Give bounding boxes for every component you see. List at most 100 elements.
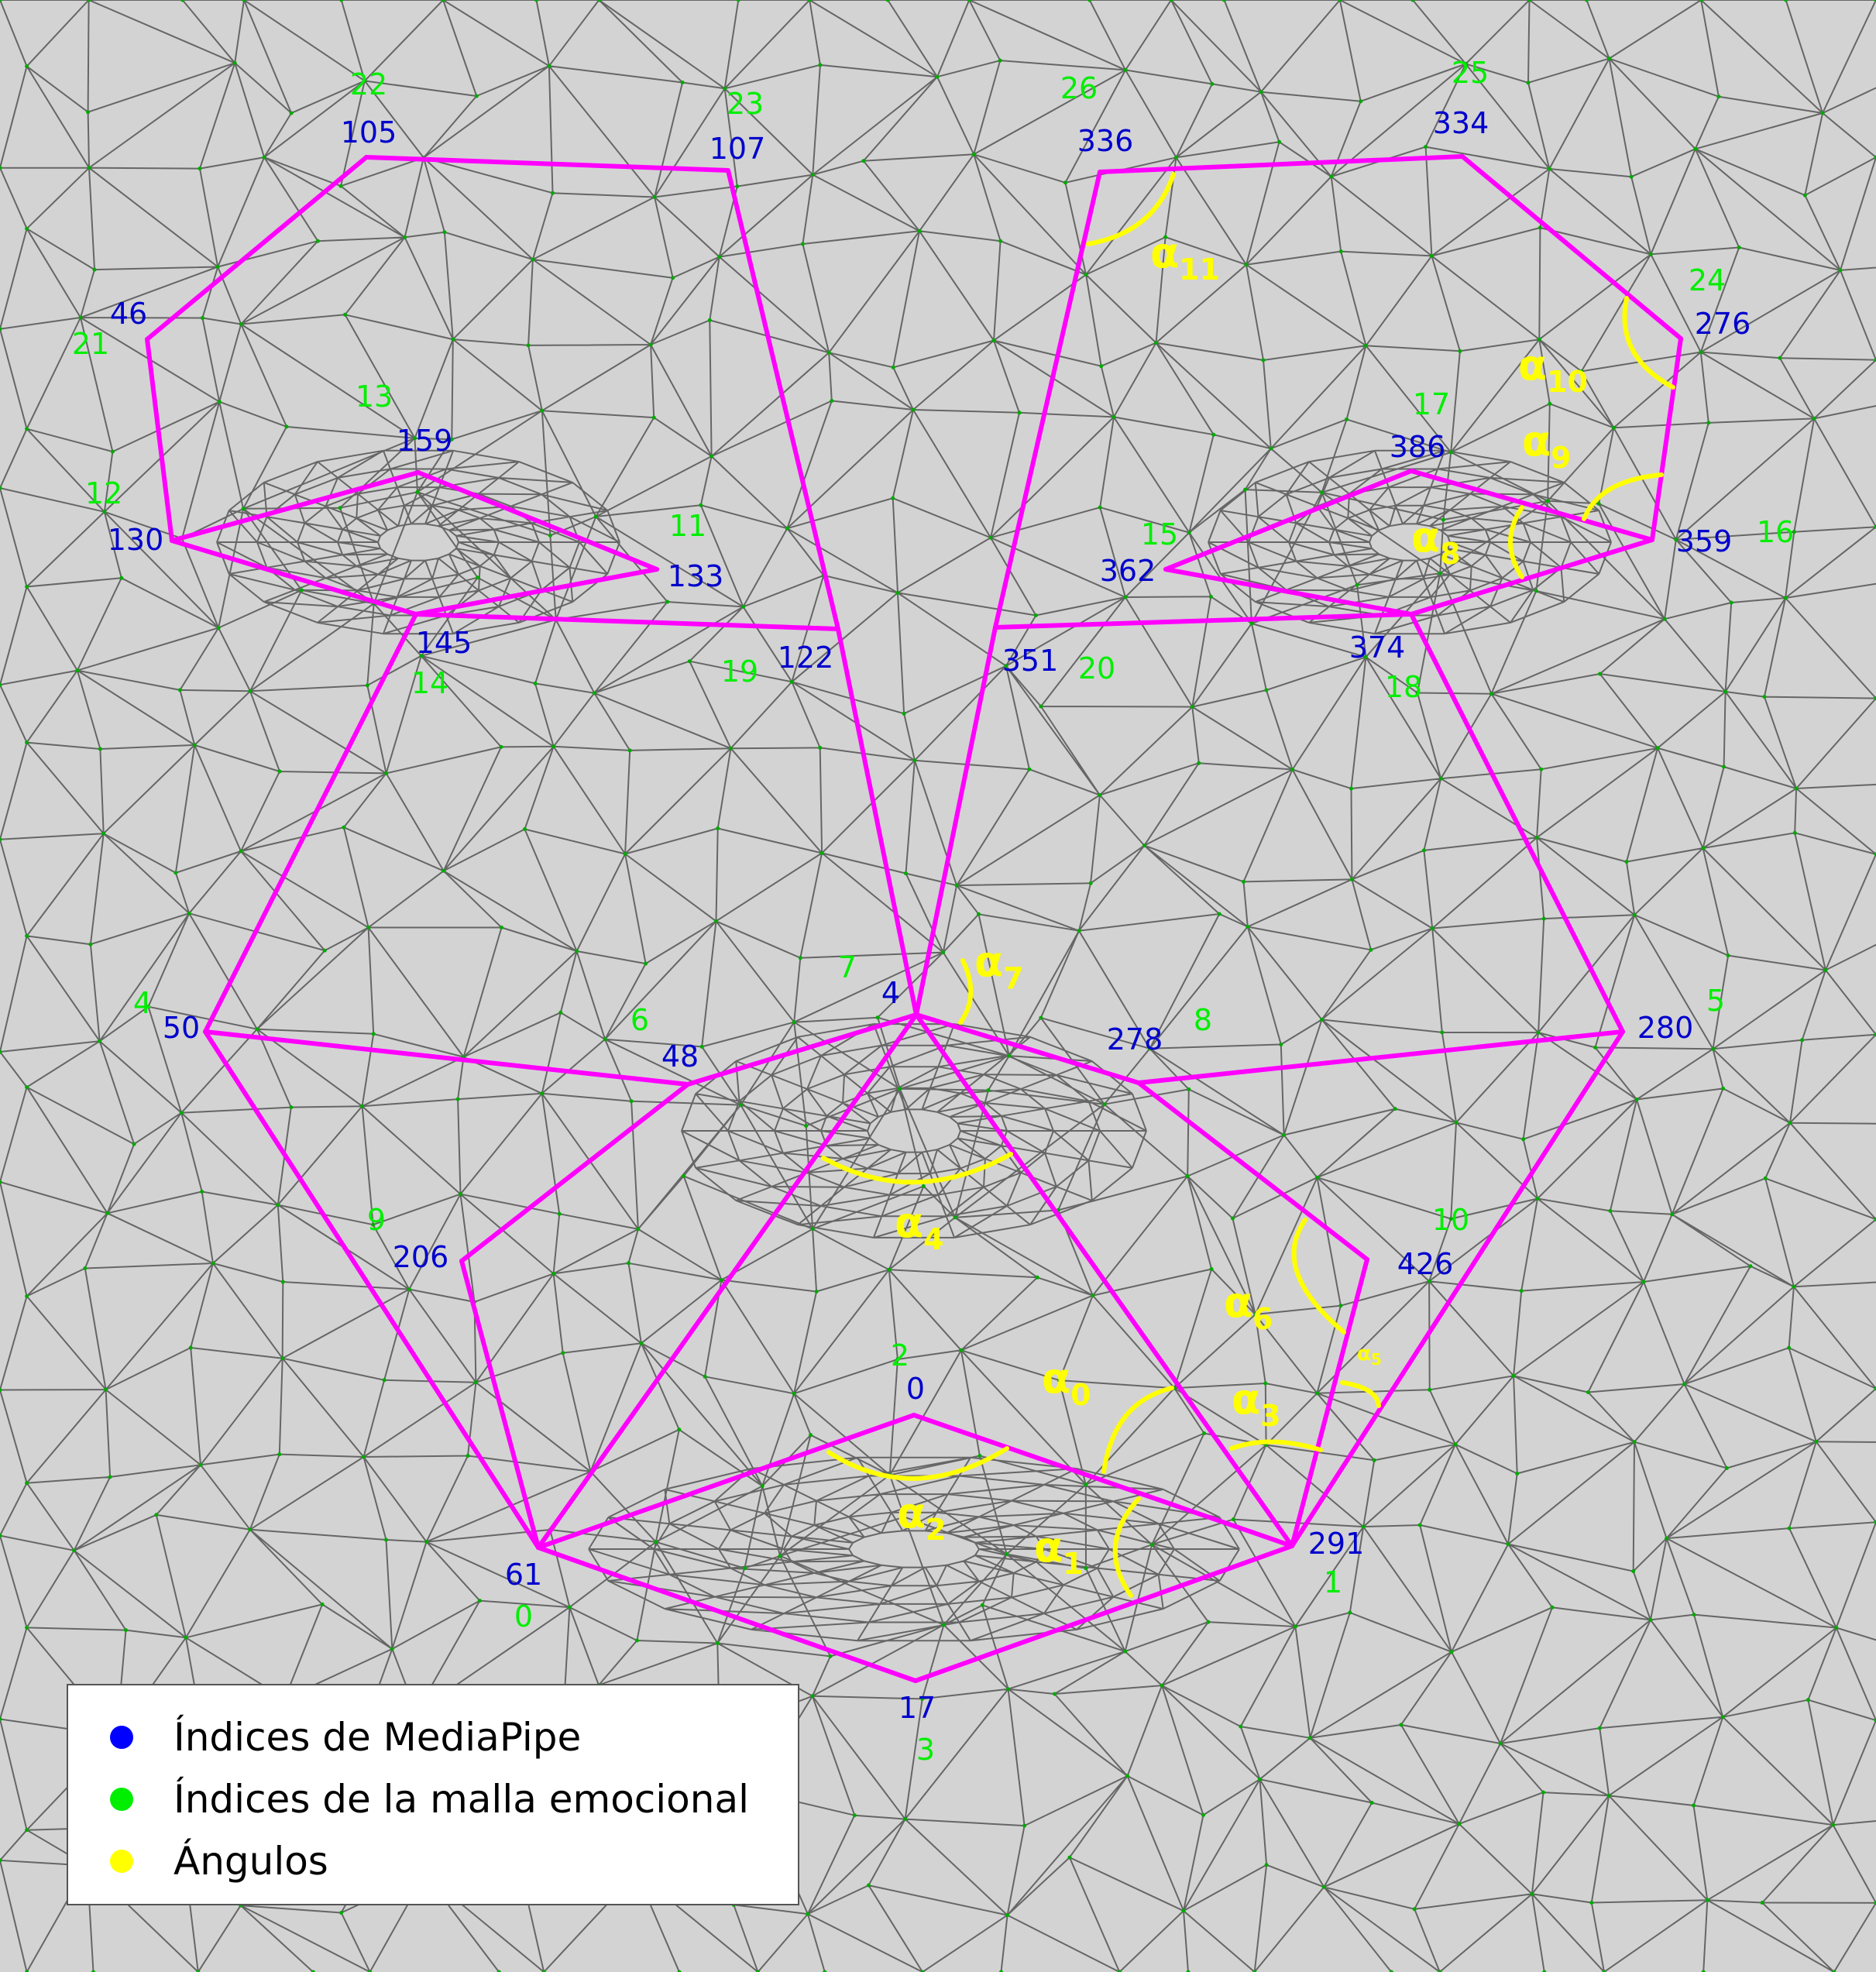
mesh-vertex-dot xyxy=(1814,1439,1819,1444)
mesh-vertex-dot xyxy=(902,711,906,716)
angle-label-1: α1 xyxy=(1034,1523,1084,1581)
mesh-vertex-dot xyxy=(651,415,656,420)
mesh-vertex-dot xyxy=(25,1970,29,1972)
mesh-vertex-dot xyxy=(87,0,91,2)
mesh-vertex-dot xyxy=(1088,881,1093,885)
mesh-vertex-dot xyxy=(415,490,420,494)
mesh-vertex-dot xyxy=(818,63,823,67)
mesh-vertex-dot xyxy=(998,239,1003,243)
mesh-vertex-dot xyxy=(800,242,805,246)
mesh-vertex-dot xyxy=(196,1970,201,1972)
mesh-vertex-dot xyxy=(1154,341,1158,345)
mesh-vertex-dot xyxy=(255,1027,259,1032)
mesh-vertex-dot xyxy=(998,58,1002,63)
legend-label: Índices de MediaPipe xyxy=(174,1715,582,1760)
mesh-vertex-dot xyxy=(499,744,503,749)
mesh-vertex-dot xyxy=(1084,1566,1088,1571)
mesh-vertex-dot xyxy=(105,1211,110,1215)
legend-item-mediapipe: Índices de MediaPipe xyxy=(110,1715,581,1760)
mesh-vertex-dot xyxy=(1415,691,1420,695)
mesh-vertex-dot xyxy=(407,1287,411,1292)
mesh-vertex-dot xyxy=(91,1970,95,1972)
emotional-index-label: 16 xyxy=(1757,515,1794,549)
mesh-vertex-dot xyxy=(366,926,371,929)
mesh-vertex-dot xyxy=(459,1192,462,1197)
mesh-vertex-dot xyxy=(885,0,890,2)
mesh-vertex-dot xyxy=(551,744,556,749)
mediapipe-index-label: 105 xyxy=(341,115,397,149)
mesh-vertex-dot xyxy=(1211,432,1216,437)
mediapipe-index-label: 107 xyxy=(710,132,766,166)
mesh-vertex-dot xyxy=(338,506,342,510)
mesh-vertex-dot xyxy=(216,626,221,630)
mediapipe-index-label: 362 xyxy=(1100,554,1156,588)
mesh-vertex-dot xyxy=(710,454,714,459)
mediapipe-index-label: 336 xyxy=(1077,124,1134,158)
emotional-mesh-edge xyxy=(459,1259,541,1550)
mesh-vertex-dot xyxy=(639,1341,644,1345)
mesh-dense-region xyxy=(216,449,620,635)
mesh-vertex-dot xyxy=(1441,517,1445,522)
mesh-vertex-dot xyxy=(988,535,993,540)
emotional-mesh-edge xyxy=(170,538,418,617)
mesh-vertex-dot xyxy=(1608,1208,1613,1213)
angle-label-2: α2 xyxy=(897,1489,947,1547)
mediapipe-index-label: 359 xyxy=(1676,524,1733,558)
mediapipe-index-label: 0 xyxy=(906,1372,925,1406)
mesh-vertex-dot xyxy=(1259,90,1263,94)
mesh-vertex-dot xyxy=(1424,145,1428,149)
mesh-vertex-dot xyxy=(1277,139,1281,144)
mesh-vertex-dot xyxy=(473,1380,478,1385)
angle-label-5: α5 xyxy=(1357,1342,1382,1369)
mesh-vertex-dot xyxy=(1209,1267,1214,1271)
mesh-vertex-dot xyxy=(98,1039,102,1043)
mesh-vertex-dot xyxy=(887,1267,892,1272)
angle-arc xyxy=(1582,472,1664,521)
mesh-vertex-dot xyxy=(280,1280,285,1284)
mesh-vertex-dot xyxy=(276,1203,280,1208)
emotional-index-label: 19 xyxy=(721,654,758,689)
mesh-vertex-dot xyxy=(1125,1774,1129,1778)
mesh-vertex-dot xyxy=(875,1015,880,1020)
emotional-mesh-edge xyxy=(1409,612,1625,1034)
emotional-index-label: 8 xyxy=(1194,1003,1212,1037)
mesh-vertex-dot xyxy=(419,654,424,658)
mesh-vertex-dot xyxy=(239,322,243,326)
mesh-vertex-dot xyxy=(232,60,237,65)
legend-label: Ángulos xyxy=(174,1839,328,1884)
mesh-vertex-dot xyxy=(0,837,2,842)
mesh-vertex-dot xyxy=(1597,1726,1602,1730)
angle-label-6: α6 xyxy=(1224,1278,1273,1336)
mesh-vertex-dot xyxy=(1834,1626,1839,1630)
mesh-vertex-dot xyxy=(339,1911,344,1915)
emotional-index-label: 7 xyxy=(838,950,857,984)
mesh-vertex-dot xyxy=(1806,1698,1810,1702)
mesh-vertex-dot xyxy=(954,883,959,888)
emotional-mesh-edge xyxy=(145,337,174,543)
mesh-vertex-dot xyxy=(567,1605,572,1610)
mesh-vertex-dot xyxy=(474,94,479,98)
mesh-vertex-dot xyxy=(903,1817,908,1822)
mesh-vertex-dot xyxy=(1716,94,1721,99)
mesh-vertex-dot xyxy=(1838,268,1843,273)
mesh-vertex-dot xyxy=(1874,524,1876,529)
mesh-vertex-dot xyxy=(200,1190,204,1194)
mesh-vertex-dot xyxy=(1506,1542,1510,1547)
mesh-vertex-dot xyxy=(1648,252,1653,256)
mesh-vertex-dot xyxy=(200,316,204,320)
mesh-vertex-dot xyxy=(557,1211,562,1216)
mesh-vertex-dot xyxy=(1632,1440,1637,1445)
emotional-mesh-edge xyxy=(993,612,1414,630)
mesh-vertex-dot xyxy=(1453,1442,1458,1447)
mesh-vertex-dot xyxy=(98,747,102,751)
mesh-vertex-dot xyxy=(78,315,83,320)
emotional-index-label: 4 xyxy=(133,986,152,1020)
mesh-vertex-dot xyxy=(1541,916,1546,921)
mesh-vertex-dot xyxy=(861,159,866,163)
mesh-vertex-dot xyxy=(687,659,692,664)
mesh-vertex-dot xyxy=(1355,582,1359,587)
emotional-mesh-edge xyxy=(1409,469,1654,542)
mesh-vertex-dot xyxy=(818,745,823,750)
mesh-vertex-dot xyxy=(1142,843,1146,848)
mesh-vertex-dot xyxy=(1670,1212,1675,1217)
